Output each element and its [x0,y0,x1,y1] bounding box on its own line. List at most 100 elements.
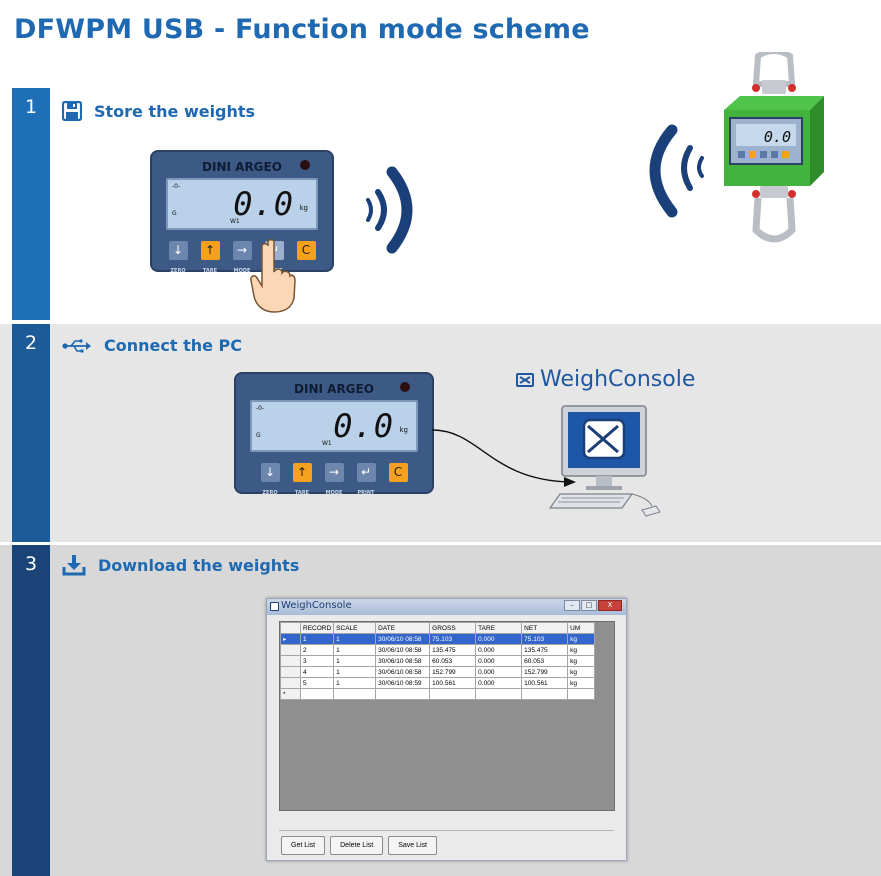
column-header[interactable]: UM [567,622,596,634]
table-cell[interactable]: 0.000 [475,644,523,656]
table-cell[interactable] [429,688,477,700]
zero-key[interactable]: ↓ZERO [168,241,188,274]
computer-image [548,405,661,517]
table-row[interactable]: 3 1 30/06/10 08:58 60.053 0.000 60.053 k… [280,655,596,667]
column-header[interactable]: TARE [475,622,523,634]
table-row[interactable]: 4 1 30/06/10 08:58 152.799 0.000 152.799… [280,666,596,678]
table-cell[interactable] [333,688,377,700]
row-header-cell [280,644,301,656]
tare-key[interactable]: ↑TARE [292,463,312,496]
table-cell[interactable]: 3 [299,655,335,667]
table-cell[interactable]: 75.103 [429,633,477,645]
section-heading: Store the weights [62,101,255,121]
table-cell[interactable]: 30/06/10 08:58 [375,666,431,678]
key-label: ZERO [262,490,278,496]
table-row[interactable]: 5 1 30/06/10 08:59 100.561 0.000 100.561… [280,677,596,689]
table-cell[interactable]: 60.053 [429,655,477,667]
table-cell[interactable]: 1 [299,633,335,645]
key-label: MODE [233,268,251,274]
table-cell[interactable]: 1 [333,644,377,656]
indicator-display: -0- G W1 0.0 kg [250,400,418,452]
table-cell[interactable]: kg [567,644,596,656]
save-list-button[interactable]: Save List [388,836,437,855]
table-new-row[interactable]: * [280,688,596,700]
table-cell[interactable]: 0.000 [475,677,523,689]
indicator-keypad: ↓ZERO ↑TARE →MODE ↵ PRINT C [236,463,432,496]
unit-label: kg [399,426,409,434]
column-header[interactable]: GROSS [429,622,477,634]
table-cell[interactable]: 60.053 [521,655,569,667]
section-heading: Download the weights [62,554,299,576]
usb-cable [431,429,576,487]
table-cell[interactable]: kg [567,666,596,678]
table-cell[interactable]: 1 [333,633,377,645]
maximize-button[interactable]: □ [581,600,597,611]
table-cell[interactable]: 2 [299,644,335,656]
column-header[interactable]: RECORD [299,622,335,634]
key-label: PRINT [357,490,375,496]
print-key[interactable]: ↵ PRINT [356,463,376,496]
window-titlebar[interactable]: WeighConsole – □ X [267,599,626,615]
table-cell[interactable]: 5 [299,677,335,689]
enter-icon: ↵ [360,465,372,479]
table-cell[interactable]: 30/06/10 08:58 [375,655,431,667]
table-cell[interactable]: 30/06/10 08:58 [375,644,431,656]
table-row[interactable]: ▸ 1 1 30/06/10 08:58 75.103 0.000 75.103… [280,633,596,645]
records-grid[interactable]: RECORD SCALE DATE GROSS TARE NET UM ▸ 1 … [279,621,615,811]
section-heading: Connect the PC [62,336,242,355]
key-label: TARE [294,490,310,496]
table-cell[interactable]: kg [567,655,596,667]
table-cell[interactable] [299,688,335,700]
table-cell[interactable]: 1 [333,666,377,678]
minimize-button[interactable]: – [564,600,580,611]
table-cell[interactable]: 1 [333,677,377,689]
row-header-cell [280,677,301,689]
table-cell[interactable]: 75.103 [521,633,569,645]
table-cell[interactable]: kg [567,677,596,689]
get-list-button[interactable]: Get List [281,836,326,855]
table-cell[interactable]: 4 [299,666,335,678]
table-cell[interactable] [375,688,431,700]
section-number: 1 [24,96,38,118]
arrow-right-icon: → [328,465,340,479]
table-cell[interactable]: 100.561 [429,677,477,689]
table-cell[interactable]: 0.000 [475,666,523,678]
table-cell[interactable]: 152.799 [521,666,569,678]
mode-key[interactable]: →MODE [324,463,344,496]
table-cell[interactable]: 30/06/10 08:59 [375,677,431,689]
zero-key[interactable]: ↓ZERO [260,463,280,496]
tare-key[interactable]: ↑TARE [200,241,220,274]
section-heading-label: Store the weights [94,101,256,121]
arrow-up-icon: ↑ [204,243,216,257]
table-cell[interactable]: 100.561 [521,677,569,689]
clear-icon: C [301,243,311,257]
key-label: ZERO [170,268,186,274]
table-cell[interactable]: 152.799 [429,666,477,678]
column-header[interactable]: DATE [375,622,431,634]
close-button[interactable]: X [598,600,622,611]
table-cell[interactable]: 135.475 [521,644,569,656]
table-row[interactable]: 2 1 30/06/10 08:58 135.475 0.000 135.475… [280,644,596,656]
mode-key[interactable]: →MODE [232,241,252,274]
weighconsole-brand: WeighConsole [516,367,695,392]
w1-marker: W1 [322,440,332,447]
table-cell[interactable]: 0.000 [475,655,523,667]
table-cell[interactable]: 1 [333,655,377,667]
column-header[interactable]: SCALE [333,622,377,634]
delete-list-button[interactable]: Delete List [330,836,384,855]
table-cell[interactable] [475,688,523,700]
clear-key[interactable]: C [296,241,316,260]
window-title: WeighConsole [281,600,352,611]
app-logo-icon [270,602,279,611]
clear-key[interactable]: C [388,463,408,482]
signal-waves-icon [366,166,413,254]
section-heading-label: Download the weights [98,555,300,575]
table-cell[interactable] [567,688,596,700]
table-cell[interactable]: 0.000 [475,633,523,645]
table-cell[interactable]: 135.475 [429,644,477,656]
column-header[interactable]: NET [521,622,569,634]
table-cell[interactable] [521,688,569,700]
table-cell[interactable]: kg [567,633,596,645]
table-cell[interactable]: 30/06/10 08:58 [375,633,431,645]
table-header-row: RECORD SCALE DATE GROSS TARE NET UM [280,622,596,634]
